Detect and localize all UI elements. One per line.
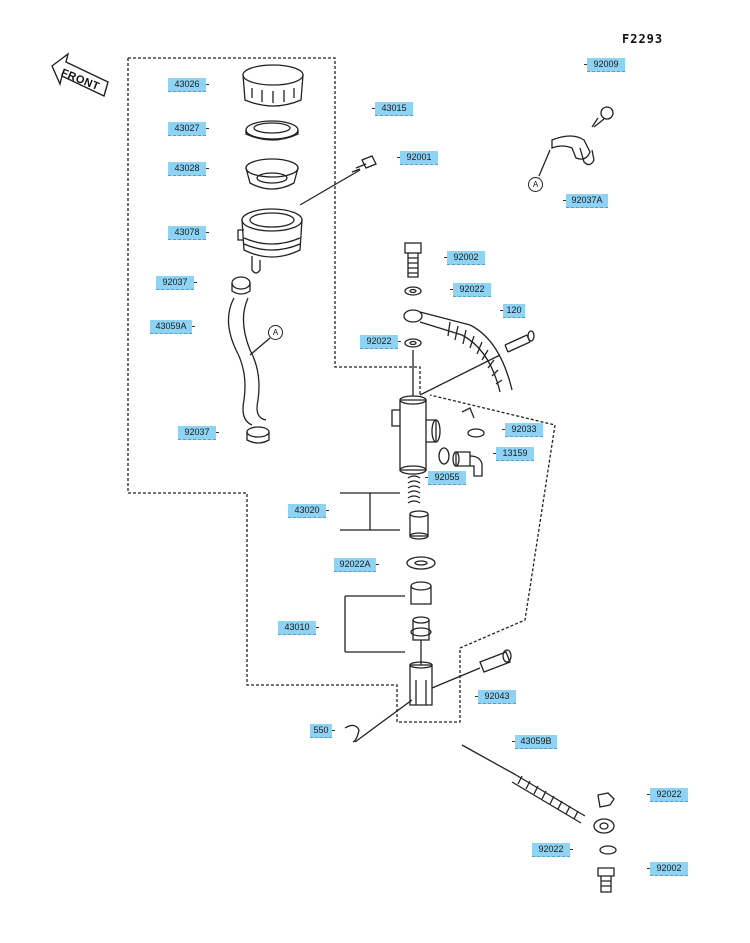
label-43027[interactable]: 43027 — [168, 122, 209, 136]
label-92055[interactable]: 92055 — [425, 471, 466, 485]
reservoir-hose-part — [227, 297, 271, 426]
o-ring-92033-part — [461, 407, 485, 438]
label-43015[interactable]: 43015 — [372, 102, 413, 116]
label-550[interactable]: 550 — [310, 724, 335, 738]
piston-cup-part — [406, 556, 436, 570]
washers-part — [404, 286, 422, 348]
cotter-pin-part — [344, 699, 413, 743]
label-43078[interactable]: 43078 — [168, 226, 209, 240]
label-92022A[interactable]: 92022A — [334, 558, 379, 572]
label-92022-mid[interactable]: 92022 — [360, 335, 401, 349]
label-43028[interactable]: 43028 — [168, 162, 209, 176]
clevis-pin-part — [431, 649, 512, 689]
piston-assembly-part — [344, 581, 432, 665]
label-92037A[interactable]: 92037A — [563, 194, 608, 208]
label-92002-bottom[interactable]: 92002 — [647, 862, 688, 876]
label-43059A[interactable]: 43059A — [150, 320, 195, 334]
label-92043[interactable]: 92043 — [475, 690, 516, 704]
label-92009[interactable]: 92009 — [584, 58, 625, 72]
banjo-bolt-bottom-part — [597, 867, 615, 893]
hose-clamp-bracket-part — [538, 106, 614, 177]
hose-clamp-lower-part — [246, 426, 270, 444]
washers-bottom-part — [597, 792, 617, 855]
screw-92001-part — [299, 155, 377, 206]
brake-hose-43059B-part — [461, 744, 615, 834]
label-43026[interactable]: 43026 — [168, 78, 209, 92]
master-cylinder-body-part — [391, 350, 501, 475]
reservoir-cap-part — [242, 64, 304, 107]
callout-a-hose: A — [268, 325, 283, 340]
diaphragm-part — [245, 158, 299, 190]
hose-clamp-upper-part — [231, 276, 251, 295]
label-43020[interactable]: 43020 — [288, 504, 329, 518]
label-43010[interactable]: 43010 — [278, 621, 319, 635]
label-92001[interactable]: 92001 — [397, 151, 438, 165]
o-ring-92055-part — [438, 447, 450, 465]
banjo-fitting-part — [403, 309, 513, 393]
label-92022-right1[interactable]: 92022 — [647, 788, 688, 802]
elbow-fitting-part — [452, 451, 483, 477]
assembly-boundary — [128, 57, 421, 395]
reservoir-body-part — [237, 208, 303, 274]
banjo-bolt-top-part — [404, 242, 422, 278]
front-arrow — [51, 52, 109, 97]
bolt-120-part — [504, 330, 535, 353]
label-13159[interactable]: 13159 — [493, 447, 534, 461]
spring-piston-part — [340, 475, 429, 540]
label-92037-upper[interactable]: 92037 — [156, 276, 197, 290]
label-92033[interactable]: 92033 — [502, 423, 543, 437]
label-120[interactable]: 120 — [500, 304, 525, 318]
label-92002-top[interactable]: 92002 — [444, 251, 485, 265]
push-rod-clevis-part — [409, 661, 433, 706]
diaphragm-plate-part — [245, 120, 299, 141]
label-92022-right2[interactable]: 92022 — [532, 843, 573, 857]
figure-code: F2293 — [622, 32, 664, 46]
label-92022-top[interactable]: 92022 — [450, 283, 491, 297]
callout-a-bracket: A — [528, 177, 543, 192]
label-92037-lower[interactable]: 92037 — [178, 426, 219, 440]
label-43059B[interactable]: 43059B — [512, 735, 557, 749]
